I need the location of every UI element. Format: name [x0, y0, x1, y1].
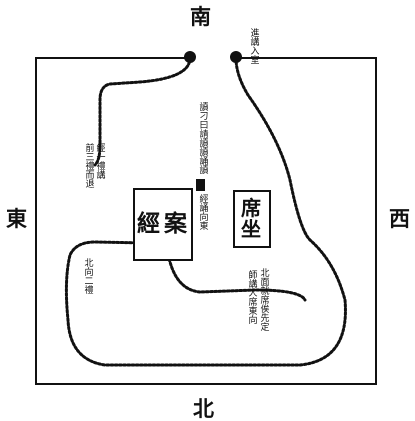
direction-south: 南	[190, 4, 211, 29]
note-sit-facing: 北面就席俟先定	[258, 268, 269, 331]
main-path	[64, 56, 347, 367]
direction-east: 東	[6, 206, 27, 231]
seat-mat-char-2: 坐	[241, 217, 263, 241]
direction-north: 北	[193, 396, 214, 421]
lectern-mark	[196, 179, 205, 191]
note-enter-room: 進講入室	[248, 28, 259, 64]
note-left-col1: 經一禮講	[94, 143, 105, 179]
note-recite: 讀刁曰請讀讀誦讀	[197, 102, 208, 174]
room-doorway	[190, 52, 236, 62]
door-post-right	[230, 51, 242, 63]
scripture-table-char-1: 經	[137, 210, 162, 238]
exit-path	[93, 56, 192, 167]
note-left-col2: 前三禮而退	[83, 143, 94, 188]
seat-mat-char-1: 席	[241, 196, 263, 220]
note-bow-enter: 師講人席東向	[246, 270, 257, 324]
door-post-left	[184, 51, 196, 63]
direction-west: 西	[389, 206, 410, 231]
scripture-table: 經 案	[133, 188, 193, 261]
seat-mat: 席 坐	[233, 190, 271, 248]
scripture-table-char-2: 案	[164, 210, 189, 238]
note-recite-east: 經誦向東	[197, 194, 208, 230]
note-center-small: 北向二禮	[82, 258, 93, 294]
